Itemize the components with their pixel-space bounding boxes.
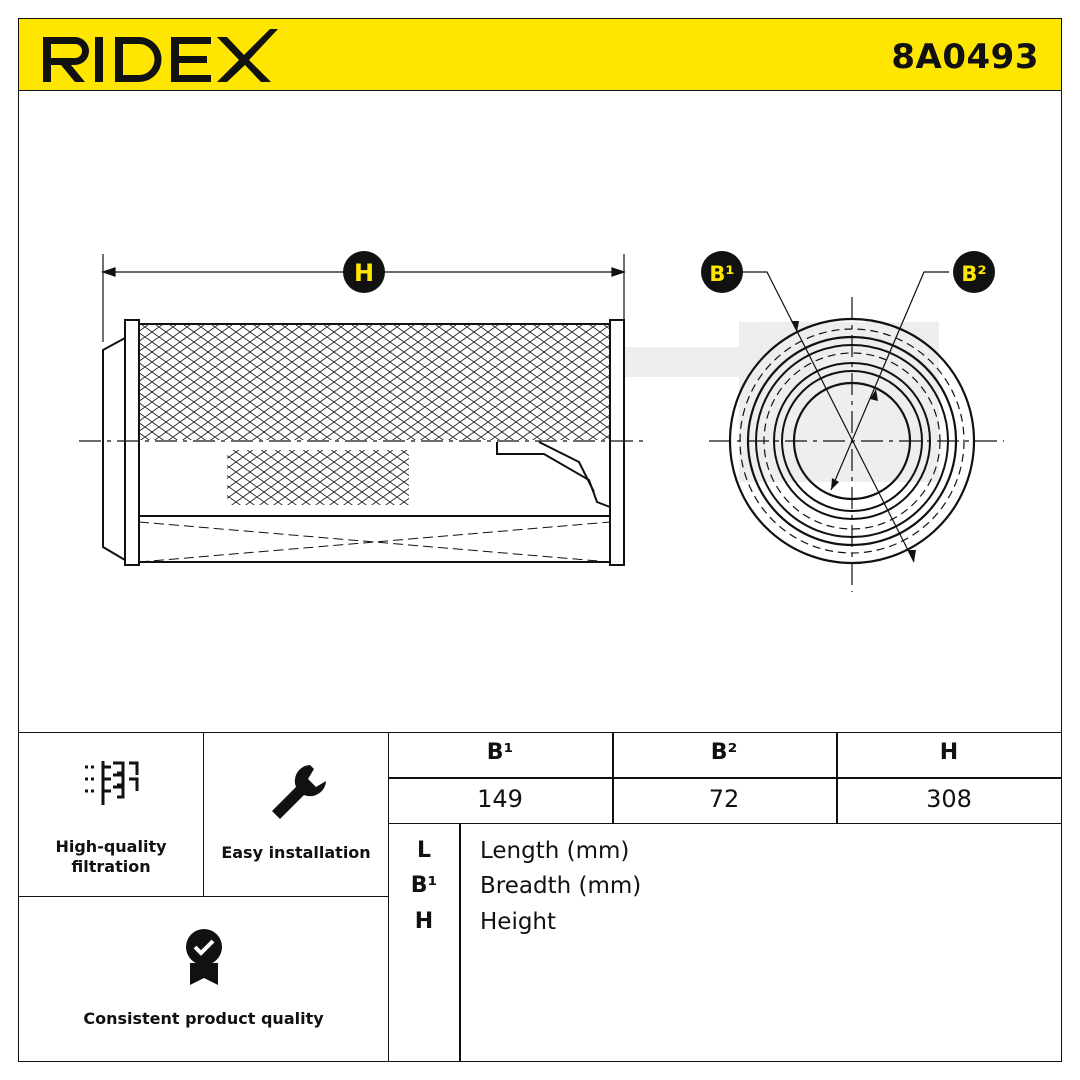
legend-key-l: L [416,838,432,863]
feature-installation: Easy installation [203,732,389,897]
filter-side-view [102,319,625,566]
height-badge-label: H [354,259,374,287]
height-badge [343,251,385,293]
ridex-logo [43,29,278,82]
dim-header-b1: B¹ [486,740,514,765]
info-panel: High-quality filtration Easy installatio… [18,732,1062,1062]
legend-divider [459,823,461,1062]
legend-text-h: Height [480,909,557,935]
legend-key-h: H [414,909,434,934]
dim-row-divider [388,777,1062,779]
feature-quality-label: Consistent product quality [83,1009,324,1028]
legend-key-b1: B¹ [410,873,438,898]
part-number: 8A0493 [891,37,1039,77]
dim-value-h: 308 [926,785,972,813]
dim-value-b1: 149 [477,785,523,813]
header-bar: 8A0493 [18,18,1062,91]
quality-badge-icon [186,929,222,985]
feature-filtration: High-quality filtration [18,732,204,897]
dim-header-b2: B² [710,740,738,765]
legend-box [388,823,1062,1062]
breadth-outer-badge [701,251,743,293]
feature-installation-label: Easy installation [221,843,371,862]
breadth-inner-badge [953,251,995,293]
breadth-inner-badge-label: B² [961,262,986,286]
legend-text-b1: Breadth (mm) [480,873,642,899]
technical-drawing: H B¹ B² [79,251,1004,592]
wrench-icon [272,765,326,819]
feature-filtration-label: High-quality filtration [55,837,167,876]
filter-end-view [709,271,1004,592]
feature-quality: Consistent product quality [18,896,389,1062]
legend-text-l: Length (mm) [480,838,630,864]
breadth-outer-badge-label: B¹ [709,262,734,286]
dim-header-h: H [939,740,959,765]
dim-value-b2: 72 [708,785,740,813]
filtration-icon [85,761,139,805]
